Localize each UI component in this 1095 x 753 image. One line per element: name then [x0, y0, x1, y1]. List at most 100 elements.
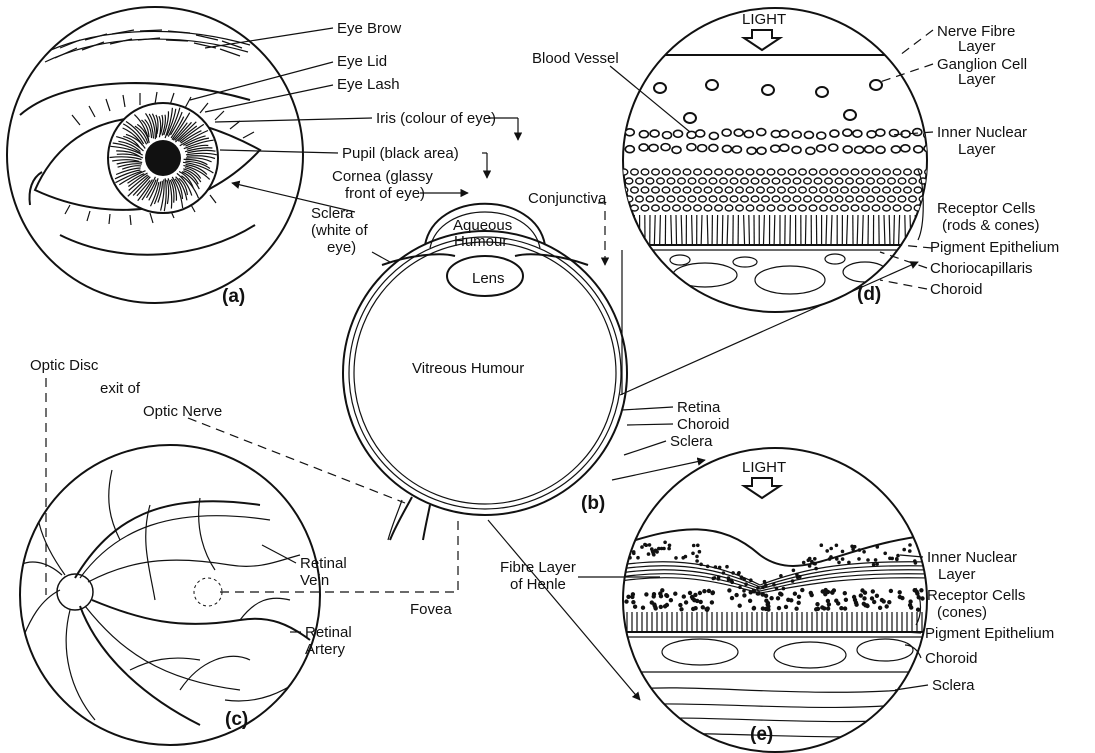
receptor-nucleus [709, 178, 717, 184]
receptor-nucleus [741, 196, 749, 202]
nucleus [914, 146, 923, 153]
inner-nuclear-dot [888, 557, 892, 561]
receptor-nucleus [851, 205, 859, 211]
cone-nucleus [680, 608, 683, 611]
panel-d-labels: Blood Vessel Nerve Fibre Layer Ganglion … [532, 23, 1059, 298]
receptor-nucleus [925, 187, 933, 193]
rod-segment [692, 215, 693, 244]
inner-nuclear-dot [792, 569, 796, 573]
panel-a-id: (a) [222, 286, 245, 307]
nucleus [649, 144, 658, 151]
receptor-nucleus [667, 196, 675, 202]
cone-nucleus [632, 601, 635, 604]
cone-nucleus [824, 593, 827, 596]
cone-nucleus [685, 601, 688, 604]
nucleus [829, 144, 838, 151]
label-sclera-3: eye) [327, 239, 356, 256]
rod-segment [764, 215, 765, 244]
receptor-nucleus [662, 169, 670, 175]
cone-nucleus [844, 598, 847, 601]
receptor-nucleus [898, 178, 906, 184]
cone-nucleus [699, 600, 702, 603]
nucleus [830, 130, 839, 137]
panel-d-retina-periphery: LIGHT (d) [620, 8, 937, 312]
receptor-nucleus [757, 187, 765, 193]
lower-lid-fold [60, 225, 255, 255]
receptor-nucleus [814, 178, 822, 184]
rod-segment [671, 215, 672, 244]
cone-nucleus [898, 591, 901, 594]
pupil [145, 140, 181, 176]
nucleus [757, 129, 766, 136]
label-pigment-e: Pigment Epithelium [925, 625, 1054, 642]
receptor-nucleus [673, 205, 681, 211]
rod-segment [722, 215, 723, 244]
inner-nuclear-dot [908, 549, 912, 553]
receptor-nucleus [652, 169, 660, 175]
receptor-nucleus [673, 169, 681, 175]
rod-segment [831, 215, 832, 244]
cone-nucleus [711, 592, 714, 595]
receptor-nucleus [883, 169, 891, 175]
receptor-nucleus [783, 178, 791, 184]
receptor-nucleus [683, 205, 691, 211]
cone-nucleus [917, 608, 920, 611]
foveal-cones [622, 589, 927, 632]
inner-nuclear-dot [851, 547, 855, 551]
nucleus [747, 147, 756, 154]
nucleus [625, 129, 634, 136]
nucleus [891, 146, 900, 153]
label-retinal-vein-2: Vein [300, 572, 329, 589]
receptor-nucleus [867, 178, 875, 184]
cone-nucleus [730, 597, 733, 600]
inner-nuclear-dot [662, 547, 666, 551]
cone-nucleus [797, 595, 800, 598]
inner-nuclear-dot [654, 549, 658, 553]
receptor-nucleus [636, 178, 644, 184]
receptor-nucleus [893, 205, 901, 211]
label-retinal-vein-1: Retinal [300, 555, 347, 572]
nucleus [663, 132, 672, 139]
cone-nucleus [688, 591, 691, 594]
receptor-nucleus [625, 196, 633, 202]
nucleus [876, 146, 885, 153]
rod-segment [624, 215, 625, 244]
label-exit-2: Optic Nerve [143, 403, 222, 420]
label-aqueous-1: Aqueous [453, 217, 512, 234]
rod-segment [805, 215, 806, 244]
cone-nucleus [694, 593, 697, 596]
receptor-nucleus [657, 178, 665, 184]
cone-nucleus [738, 604, 741, 607]
inner-nuclear-cells [625, 129, 933, 155]
inner-nuclear-dot [725, 565, 729, 569]
receptor-nucleus [846, 178, 854, 184]
panel-b-id: (b) [581, 493, 605, 514]
label-receptor-e-2: (cones) [937, 604, 987, 621]
cone-nucleus [777, 607, 780, 610]
receptor-nucleus [877, 178, 885, 184]
nucleus [867, 131, 876, 138]
receptor-nucleus [888, 178, 896, 184]
retinal-vessels [20, 470, 310, 725]
receptor-nucleus [678, 178, 686, 184]
cone-nucleus [650, 601, 653, 604]
receptor-nucleus [699, 196, 707, 202]
receptor-nucleus [741, 178, 749, 184]
nucleus [771, 145, 780, 152]
nucleus [650, 130, 659, 137]
receptor-nucleus [867, 196, 875, 202]
label-retinal-artery-1: Retinal [305, 624, 352, 641]
label-cornea-1: Cornea (glassy [332, 168, 433, 185]
receptor-nucleus [904, 187, 912, 193]
cone-nucleus [728, 589, 731, 592]
label-eye-brow: Eye Brow [337, 20, 401, 37]
cone-nucleus [679, 604, 682, 607]
receptor-nucleus [725, 187, 733, 193]
ganglion-cell [706, 80, 718, 90]
nucleus [780, 144, 789, 151]
receptor-nucleus [914, 169, 922, 175]
cone-nucleus [761, 593, 764, 596]
panel-e-fovea-section: LIGHT (e) [620, 448, 930, 752]
nucleus [661, 144, 670, 151]
receptor-nucleus [631, 169, 639, 175]
